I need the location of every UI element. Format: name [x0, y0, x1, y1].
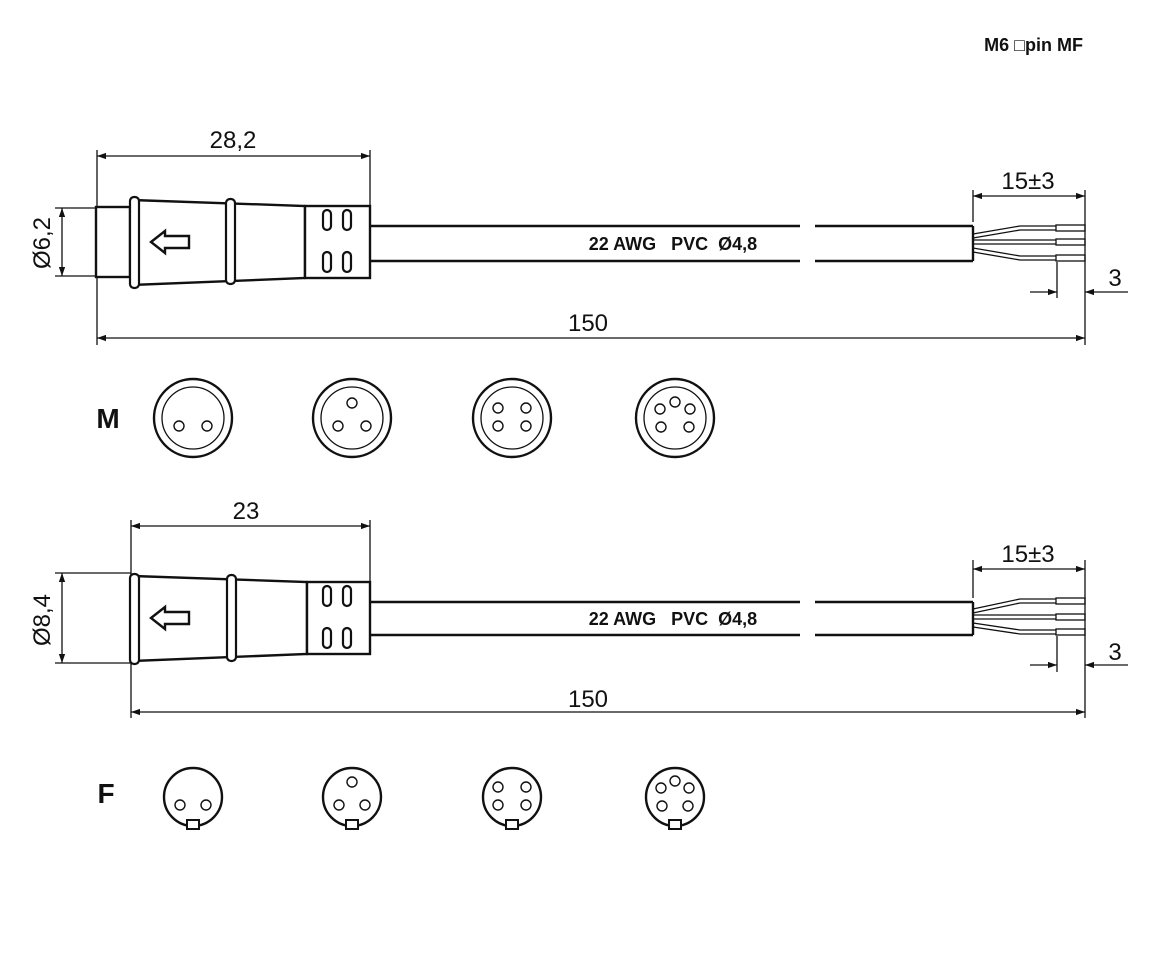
length-dim-text: 28,2: [210, 127, 257, 154]
strip-dim-text: 15±3: [1001, 168, 1054, 195]
male-pin-face-5: [634, 377, 716, 459]
wire-ends: [972, 224, 1086, 262]
cable-spec-text: 22 AWG PVC Ø4,8: [589, 609, 757, 629]
total-dim-text: 150: [568, 686, 608, 713]
direction-arrow-icon: [149, 228, 191, 256]
female-connector-side-view: 23 Ø8,4 150 15±3 3 22 AWG PVC Ø4,8: [29, 498, 1128, 718]
female-pin-face-3: [162, 766, 224, 830]
wire-end-dim-text: 3: [1108, 639, 1121, 666]
diameter-dim-text: Ø8,4: [29, 594, 56, 646]
length-dim-text: 23: [233, 498, 260, 525]
male-connector-side-view: 28,2 Ø6,2 150 15±3 3 22 AWG PVC Ø4,8: [29, 127, 1128, 345]
male-pin-face-4b: [471, 377, 553, 459]
wire-ends: [972, 597, 1086, 636]
male-pin-face-3: [152, 377, 234, 459]
direction-arrow-icon: [149, 604, 191, 632]
female-pin-face-4a: [321, 766, 383, 830]
diameter-dim-text: Ø6,2: [29, 217, 56, 269]
total-dim-text: 150: [568, 310, 608, 337]
male-pin-face-4a: [311, 377, 393, 459]
drawing-title: M6 □pin MF: [984, 35, 1083, 55]
female-pin-face-5: [644, 766, 706, 830]
strip-dim-text: 15±3: [1001, 541, 1054, 568]
male-label: M: [96, 403, 119, 434]
female-label: F: [97, 778, 114, 809]
cable-spec-text: 22 AWG PVC Ø4,8: [589, 234, 757, 254]
wire-end-dim-text: 3: [1108, 265, 1121, 292]
female-pin-face-4b: [481, 766, 543, 830]
